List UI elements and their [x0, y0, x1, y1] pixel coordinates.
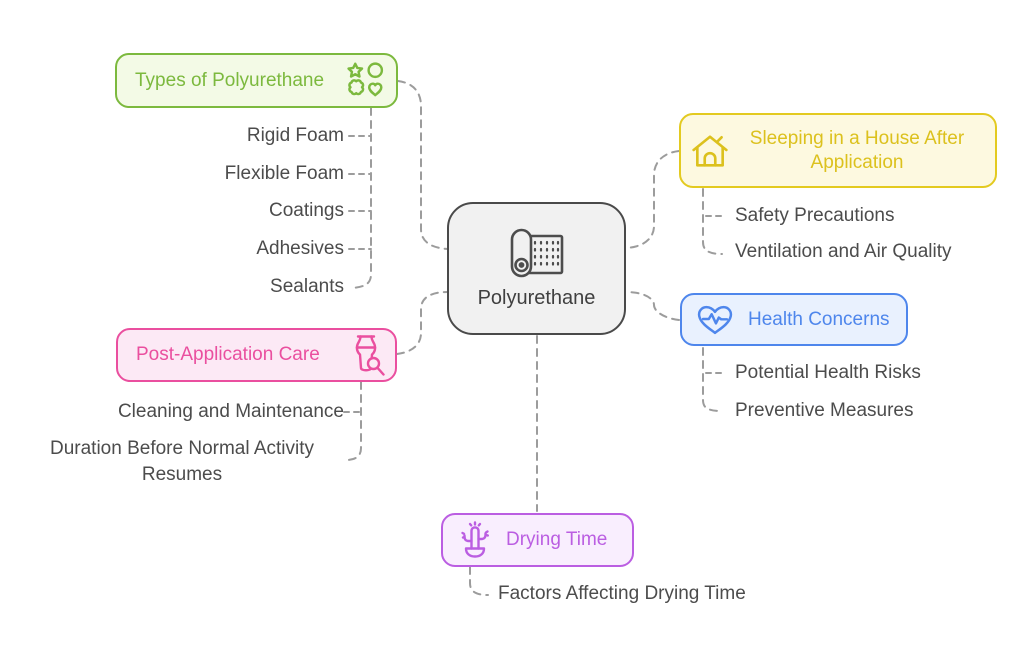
branch-node-sleeping-after-application[interactable]: Sleeping in a House After Application: [679, 113, 997, 188]
branch-node-health-concerns[interactable]: Health Concerns: [680, 293, 908, 346]
branch-node-post-application-care[interactable]: Post-Application Care: [116, 328, 397, 382]
shapes-icon: [347, 62, 384, 97]
subtopic-duration-before-normal-activity[interactable]: Duration Before Normal Activity Resumes: [50, 438, 314, 485]
subtopic-preventive-measures[interactable]: Preventive Measures: [735, 400, 914, 421]
subtopic-potential-health-risks[interactable]: Potential Health Risks: [735, 362, 921, 383]
trunk-drying: [469, 566, 489, 596]
trunk-health: [702, 347, 723, 412]
subtopic-coatings[interactable]: Coatings: [269, 200, 344, 221]
central-node-polyurethane[interactable]: Polyurethane: [447, 202, 626, 335]
trunk-sleeping: [702, 188, 723, 255]
branch-node-types[interactable]: Types of Polyurethane: [115, 53, 398, 108]
heart-pulse-icon: [697, 305, 733, 335]
branch-label-types: Types of Polyurethane: [135, 69, 325, 91]
fabric-roll-icon: [510, 228, 563, 278]
cactus-icon: [461, 521, 489, 558]
branch-label-post-application-care: Post-Application Care: [136, 344, 320, 365]
edge-postcare-center: [396, 291, 449, 355]
subtopic-rigid-foam[interactable]: Rigid Foam: [246, 125, 344, 146]
central-node-label: Polyurethane: [477, 287, 596, 309]
branch-label-drying-time: Drying Time: [506, 529, 608, 550]
subtopic-ventilation-air-quality[interactable]: Ventilation and Air Quality: [735, 241, 952, 262]
branch-node-drying-time[interactable]: Drying Time: [441, 513, 634, 567]
subtopic-cleaning-maintenance[interactable]: Cleaning and Maintenance: [117, 401, 344, 422]
edge-health-center: [625, 291, 680, 321]
trunk-types: [351, 107, 372, 289]
subtopic-flexible-foam[interactable]: Flexible Foam: [224, 163, 344, 184]
house-icon: [692, 135, 728, 167]
subtopic-safety-precautions[interactable]: Safety Precautions: [735, 205, 895, 226]
edge-types-center: [397, 80, 449, 250]
branch-label-health-concerns: Health Concerns: [748, 308, 890, 330]
branch-label-sleeping-after-application: Sleeping in a House After Application: [749, 127, 965, 173]
subtopic-sealants[interactable]: Sealants: [270, 276, 344, 297]
subtopic-factors-affecting-drying-time[interactable]: Factors Affecting Drying Time: [498, 583, 746, 604]
trunk-postcare: [345, 381, 362, 461]
vase-magnifier-icon: [355, 335, 385, 376]
edge-sleeping-center: [625, 150, 680, 249]
subtopic-adhesives[interactable]: Adhesives: [256, 238, 344, 259]
